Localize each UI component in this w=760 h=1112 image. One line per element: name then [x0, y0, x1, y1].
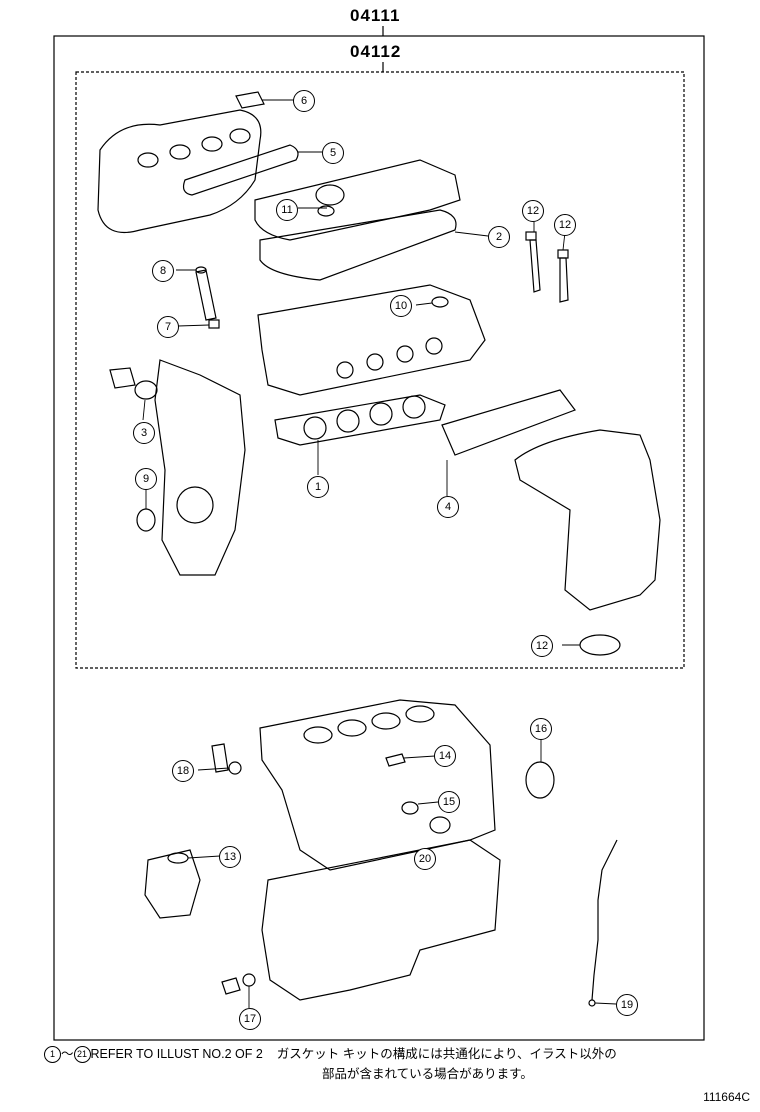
- knock-sensor: [211, 743, 229, 773]
- timing-cover-oil-seal: [136, 508, 156, 532]
- callout-13[interactable]: 12: [531, 635, 553, 657]
- footnote-english: REFER TO ILLUST NO.2 OF 2: [90, 1047, 263, 1061]
- injector-insulator: [208, 319, 220, 329]
- water-outlet-gasket: [167, 852, 189, 864]
- oil-pan: [261, 839, 501, 1001]
- footnote-japanese-2: 部品が含まれている場合があります。: [322, 1067, 533, 1081]
- callout-11[interactable]: 11: [276, 199, 298, 221]
- valve-stem-seal-2: [557, 249, 569, 259]
- callout-8[interactable]: 8: [152, 260, 174, 282]
- exhaust-manifold-converter: [514, 429, 661, 611]
- outer-kit-code: 04111: [350, 6, 401, 25]
- valve-exhaust: [559, 257, 569, 303]
- drain-plug-gasket-upper: [228, 761, 242, 775]
- plug-tube-gasket: [431, 296, 449, 308]
- illustration-code: 111664C: [703, 1090, 750, 1104]
- callout-4[interactable]: 4: [437, 496, 459, 518]
- leader-lines: [142, 99, 617, 1008]
- fuel-injector: [195, 269, 217, 321]
- block-bores: [303, 705, 435, 744]
- valve-intake: [529, 239, 541, 293]
- cylinder-block: [259, 699, 496, 871]
- callout-5[interactable]: 5: [322, 142, 344, 164]
- callout-15[interactable]: 14: [434, 745, 456, 767]
- intake-manifold-gasket: [182, 144, 299, 196]
- inner-kit-code: 04112: [350, 42, 402, 61]
- callout-1[interactable]: 1: [307, 476, 329, 498]
- callout-9[interactable]: 9: [135, 468, 157, 490]
- callout-21[interactable]: 20: [414, 848, 436, 870]
- callout-10[interactable]: 10: [390, 295, 412, 317]
- oil-filter-union-gasket: [401, 801, 419, 815]
- callout-2[interactable]: 2: [488, 226, 510, 248]
- intake-manifold: [97, 109, 262, 234]
- valve-stem-seal-1: [525, 231, 537, 241]
- crank-seal-boss: [176, 486, 214, 524]
- footnote-range-separator: ～: [61, 1047, 74, 1061]
- oil-drain-plug: [221, 977, 241, 995]
- cylinder-head-gasket: [274, 394, 446, 446]
- oil-drain-plug-gasket: [242, 973, 256, 987]
- water-inlet: [109, 367, 136, 389]
- rear-crank-oil-seal: [525, 761, 555, 799]
- exhaust-pipe-gasket: [579, 634, 621, 656]
- footnote-japanese-1: ガスケット キットの構成には共通化により、イラスト以外の: [276, 1047, 617, 1061]
- outer-kit-frame: [53, 35, 705, 1041]
- footnote: 1 ～ 21 REFER TO ILLUST NO.2 OF 2 ガスケット キ…: [44, 1044, 617, 1084]
- exhaust-manifold-gasket: [441, 389, 576, 456]
- head-gasket-bores: [303, 395, 426, 440]
- footnote-line-1: 1 ～ 21 REFER TO ILLUST NO.2 OF 2 ガスケット キ…: [44, 1044, 617, 1064]
- callout-20[interactable]: 19: [616, 994, 638, 1016]
- callout-16[interactable]: 15: [438, 791, 460, 813]
- callout-12-b[interactable]: 12: [554, 214, 576, 236]
- footnote-range-start: 1: [44, 1045, 61, 1063]
- inner-kit-frame: [75, 71, 685, 669]
- valve-cover-gasket: [259, 209, 457, 281]
- oil-filler-cap-gasket: [317, 205, 335, 217]
- oil-filler-cap: [315, 184, 345, 206]
- callout-12-a[interactable]: 12: [522, 200, 544, 222]
- callout-3[interactable]: 3: [133, 422, 155, 444]
- oil-filter: [429, 816, 451, 834]
- head-ports: [336, 337, 443, 379]
- water-inlet-gasket: [134, 380, 158, 400]
- callout-19[interactable]: 18: [172, 760, 194, 782]
- callout-18[interactable]: 17: [239, 1008, 261, 1030]
- block-plug-gasket: [385, 753, 406, 767]
- intake-ports: [137, 128, 251, 168]
- cylinder-head: [257, 284, 486, 396]
- callout-14[interactable]: 13: [219, 846, 241, 868]
- callout-6[interactable]: 6: [293, 90, 315, 112]
- oil-dipstick-guide: [591, 839, 618, 1001]
- dipstick-o-ring: [588, 999, 596, 1007]
- timing-chain-cover: [154, 359, 246, 576]
- callout-17[interactable]: 16: [530, 718, 552, 740]
- footnote-range-end: 21: [73, 1045, 91, 1063]
- callout-7[interactable]: 7: [157, 316, 179, 338]
- throttle-gasket: [235, 91, 265, 109]
- water-outlet: [144, 849, 201, 919]
